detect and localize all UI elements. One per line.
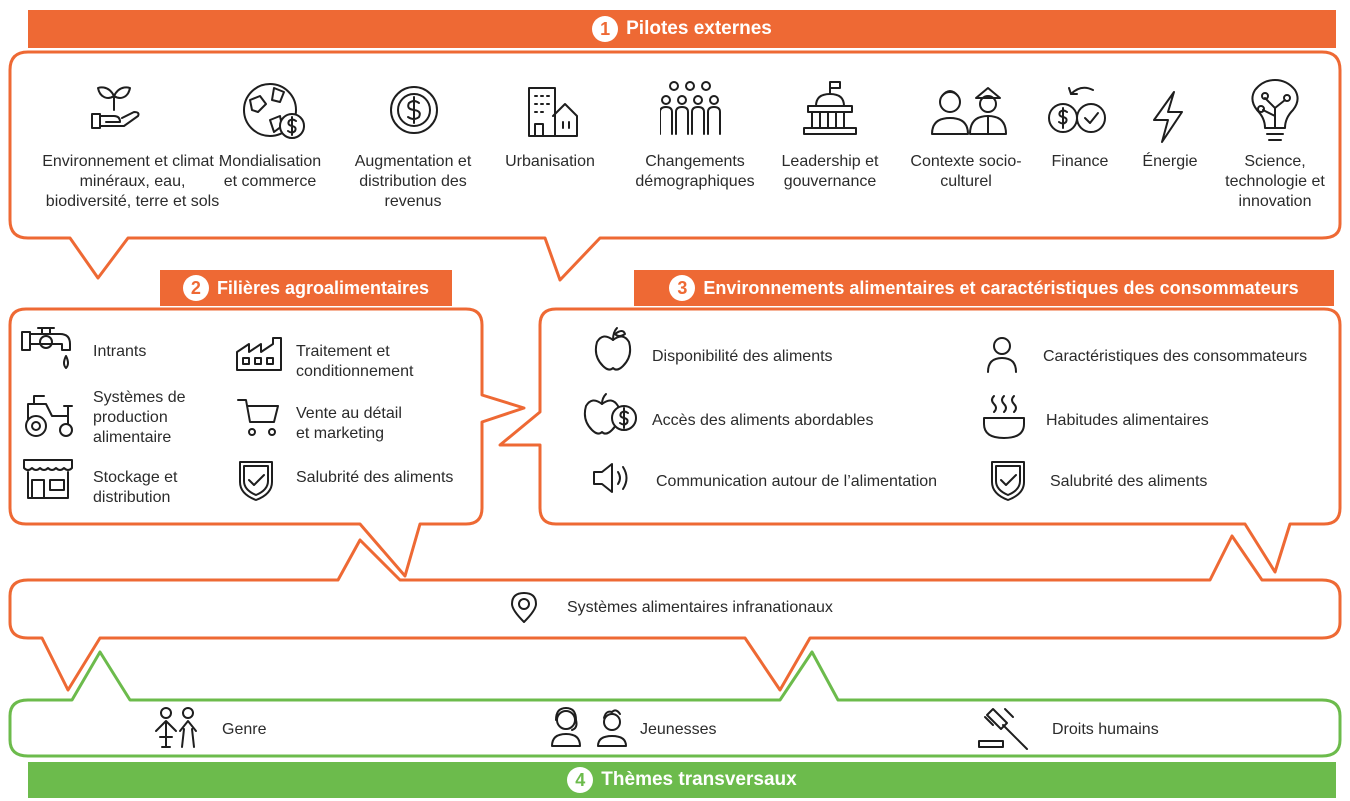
header-bar-cross-cutting-themes: 4 Thèmes transversaux [28, 762, 1336, 798]
driver-label-globalization: Mondialisation et commerce [218, 153, 322, 190]
section-title: Pilotes externes [626, 18, 772, 39]
hot-bowl-icon [983, 395, 1025, 439]
people-group-icon [660, 81, 721, 135]
person-icon [987, 337, 1017, 373]
diverse-people-icon [931, 87, 1007, 135]
lightbulb-circuit-icon [1251, 79, 1299, 141]
apple-icon [594, 327, 632, 371]
theme-label-gender: Genre [222, 721, 267, 738]
header-bar-agrifood-chains: 2 Filières agroalimentaires [160, 270, 452, 306]
tractor-icon [25, 395, 73, 437]
apple-dollar-icon [583, 393, 637, 435]
driver-label-science: Science, technologie et innovation [1225, 153, 1325, 210]
dollar-coin-icon [390, 86, 438, 134]
shield-check-icon [991, 461, 1025, 501]
youth-icon [551, 707, 627, 747]
driver-label-sociocultural: Contexte socio-culturel [910, 153, 1022, 190]
driver-label-leadership: Leadership et gouvernance [781, 153, 879, 190]
factory-icon [236, 337, 282, 371]
agri-label-food-safety: Salubrité des aliments [296, 469, 454, 486]
driver-label-urbanization: Urbanisation [505, 153, 595, 170]
section-number: 1 [592, 16, 619, 42]
section-title: Thèmes transversaux [601, 769, 797, 790]
gavel-icon [978, 708, 1028, 750]
agri-label-retail: Vente au détail et marketing [296, 405, 402, 442]
env-label-consumer-characteristics: Caractéristiques des consommateurs [1043, 348, 1308, 365]
shield-check-icon [239, 461, 273, 501]
env-label-dietary-habits: Habitudes alimentaires [1046, 412, 1209, 429]
lightning-icon [1153, 91, 1183, 143]
env-label-food-safety: Salubrité des aliments [1050, 473, 1208, 490]
shop-icon [23, 459, 73, 499]
section-number: 3 [669, 275, 696, 301]
agri-label-processing: Traitement et conditionnement [296, 343, 414, 380]
gender-icon [155, 707, 197, 748]
driver-label-demographics: Changements démographiques [635, 153, 755, 190]
header-bar-external-drivers: 1 Pilotes externes [28, 10, 1336, 48]
location-pin-icon [511, 592, 537, 623]
theme-label-human-rights: Droits humains [1052, 721, 1159, 738]
subnational-label: Systèmes alimentaires infranationaux [567, 599, 833, 616]
driver-label-environment: Environnement et climat : minéraux, eau,… [42, 153, 223, 210]
plant-in-hand-icon [91, 86, 140, 129]
header-bar-food-environments: 3 Environnements alimentaires et caracté… [634, 270, 1334, 306]
env-label-availability: Disponibilité des aliments [652, 348, 833, 365]
speaker-icon [593, 463, 628, 493]
section-title: Environnements alimentaires et caractéri… [703, 277, 1299, 298]
driver-label-finance: Finance [1051, 153, 1109, 170]
env-label-communication: Communication autour de l’alimentation [656, 473, 938, 490]
env-label-affordable-access: Accès des aliments abordables [652, 412, 874, 429]
section-title: Filières agroalimentaires [216, 277, 430, 298]
capitol-icon [803, 81, 857, 135]
driver-label-energy: Énergie [1142, 153, 1198, 170]
cart-icon [237, 399, 279, 436]
section-number: 4 [567, 767, 594, 793]
buildings-icon [528, 87, 578, 137]
section-number: 2 [182, 275, 209, 301]
money-exchange-icon [1048, 86, 1106, 133]
agri-label-production: Systèmes de production alimentaire [93, 389, 186, 446]
driver-label-income: Augmentation et distribution des revenus [354, 153, 472, 210]
theme-label-youth: Jeunesses [640, 721, 717, 738]
globe-dollar-icon [243, 83, 305, 139]
faucet-icon [21, 327, 71, 369]
agri-label-storage: Stockage et distribution [93, 469, 178, 506]
agri-label-inputs: Intrants [93, 343, 147, 360]
